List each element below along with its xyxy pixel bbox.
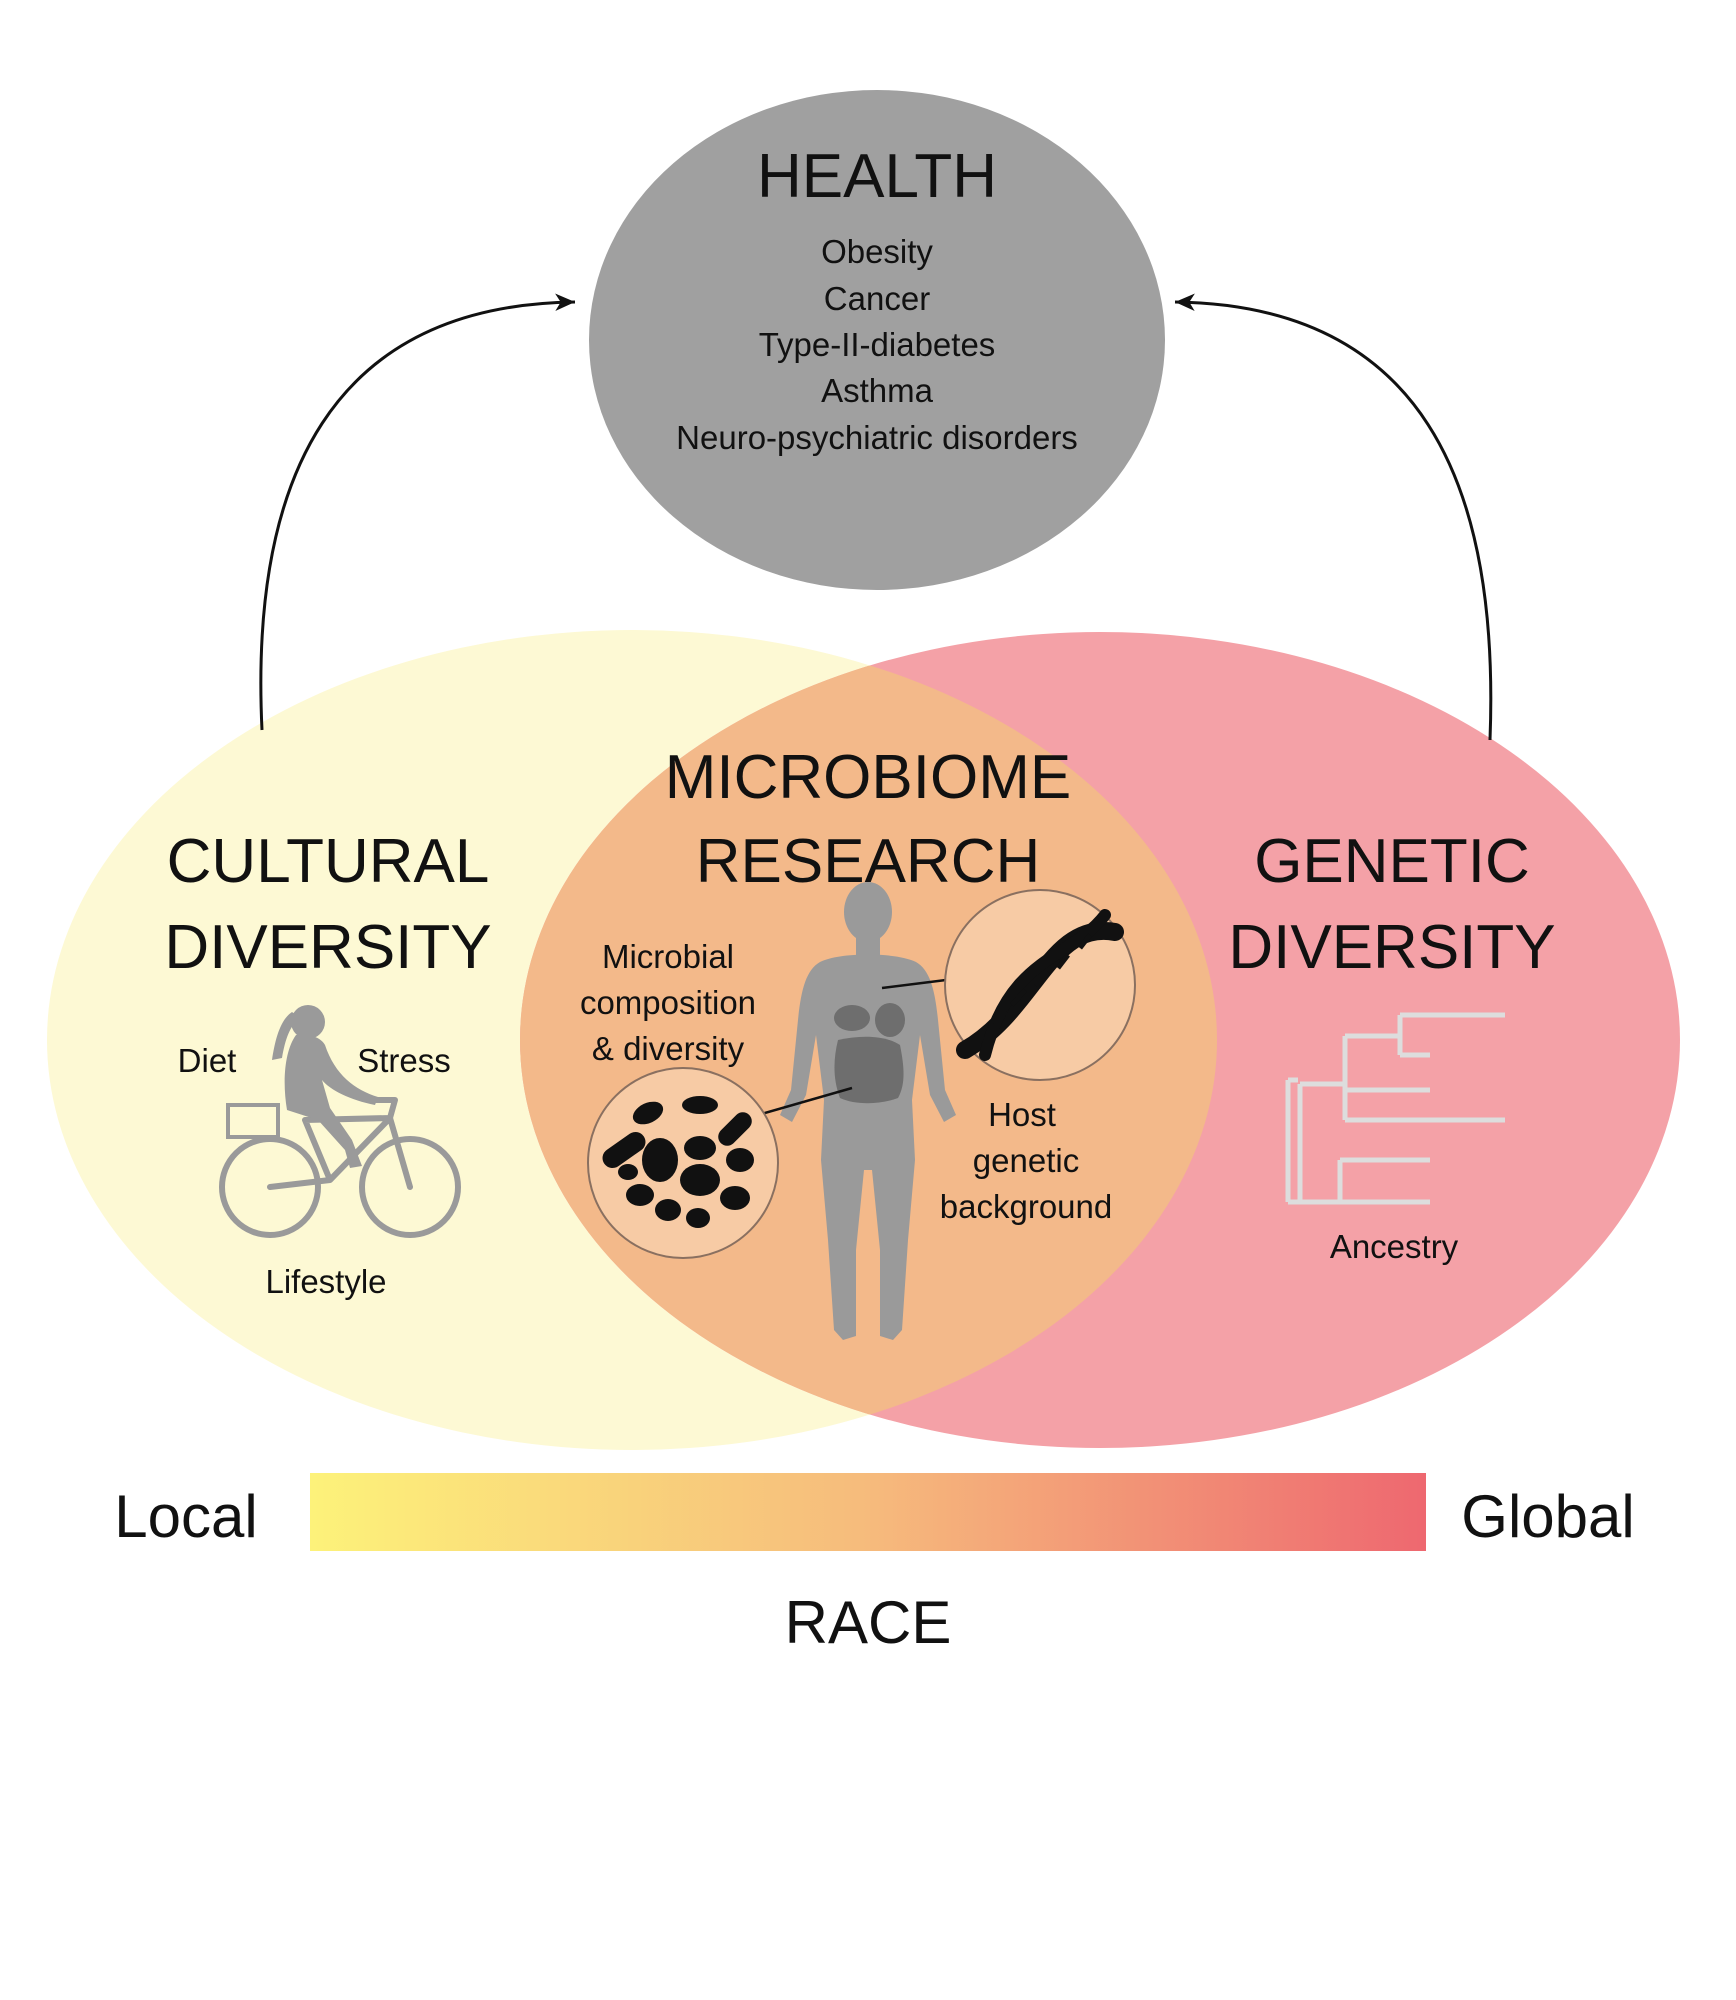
cultural-title-line2: DIVERSITY — [164, 913, 491, 982]
cultural-title-line1: CULTURAL — [167, 827, 490, 896]
composition-label-line1: Microbial — [602, 938, 734, 975]
bacteria-icon — [587, 1067, 779, 1259]
host-label-line3: background — [940, 1188, 1112, 1225]
phylogenetic-tree-icon — [1285, 1012, 1505, 1205]
diet-label: Diet — [178, 1042, 237, 1079]
health-condition: Obesity — [821, 233, 933, 270]
host-label-line1: Host — [988, 1096, 1056, 1133]
stress-label: Stress — [357, 1042, 451, 1079]
scale-left-label: Local — [114, 1483, 257, 1550]
lifestyle-label: Lifestyle — [265, 1263, 386, 1300]
human-body-icon — [780, 882, 956, 1340]
bacteria-connector — [757, 1086, 853, 1117]
race-gradient-bar — [310, 1473, 1426, 1551]
cyclist-silhouette-icon — [219, 1005, 461, 1238]
genetic-title-line2: DIVERSITY — [1228, 913, 1555, 982]
health-condition: Cancer — [824, 280, 930, 317]
ancestry-label: Ancestry — [1330, 1228, 1459, 1265]
left-arrow — [259, 293, 576, 731]
race-label: RACE — [785, 1589, 952, 1656]
health-title: HEALTH — [757, 142, 997, 211]
microbiome-title-line1: MICROBIOME — [665, 743, 1071, 812]
genetic-title-line1: GENETIC — [1254, 827, 1530, 896]
health-condition: Type-II-diabetes — [759, 326, 996, 363]
composition-label-line3: & diversity — [592, 1030, 745, 1067]
health-ellipse — [589, 90, 1165, 590]
composition-label-line2: composition — [580, 984, 756, 1021]
right-arrow — [1174, 293, 1493, 741]
scale-right-label: Global — [1461, 1483, 1634, 1550]
host-label-line2: genetic — [973, 1142, 1079, 1179]
health-condition: Neuro-psychiatric disorders — [676, 419, 1078, 456]
health-condition: Asthma — [821, 372, 934, 409]
dna-helix-icon — [944, 889, 1136, 1081]
